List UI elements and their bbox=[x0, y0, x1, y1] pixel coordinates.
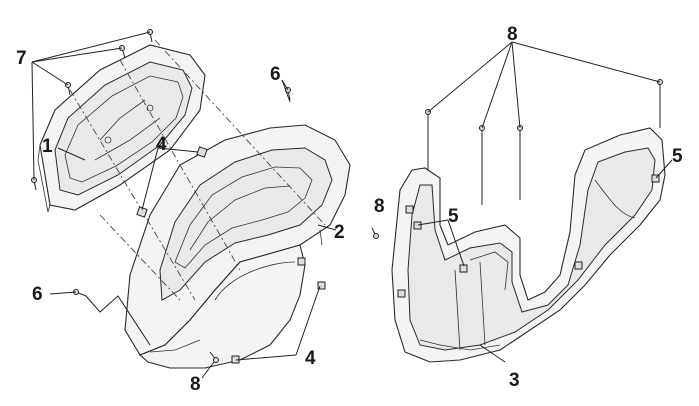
part-3-front-fairing bbox=[391, 127, 666, 363]
callout-8-lower: 8 bbox=[190, 374, 201, 395]
callout-6-upper: 6 bbox=[270, 64, 281, 85]
callout-3: 3 bbox=[509, 370, 520, 391]
callout-4-upper: 4 bbox=[156, 134, 167, 155]
leader-lines-left bbox=[31, 31, 337, 379]
callout-5-right: 5 bbox=[672, 146, 683, 167]
callout-8-top: 8 bbox=[507, 24, 518, 45]
callout-2: 2 bbox=[334, 222, 345, 243]
callout-8-mid: 8 bbox=[374, 196, 385, 217]
part-2-front-cowl bbox=[124, 124, 351, 369]
callout-4-lower: 4 bbox=[305, 348, 316, 369]
callout-5-left: 5 bbox=[448, 206, 459, 227]
leader-lines-right bbox=[417, 41, 673, 363]
callout-6-lower: 6 bbox=[32, 284, 43, 305]
callout-labels: 7 1 4 6 8 2 6 8 4 8 5 5 3 bbox=[16, 24, 683, 395]
callout-1: 1 bbox=[42, 136, 53, 157]
clip-nuts-4 bbox=[136, 146, 326, 364]
part-1-instrument-cluster bbox=[37, 44, 206, 213]
callout-7: 7 bbox=[16, 48, 27, 69]
alignment-lines-left bbox=[69, 39, 326, 301]
screws-left bbox=[31, 29, 379, 363]
screws-right bbox=[425, 79, 663, 205]
